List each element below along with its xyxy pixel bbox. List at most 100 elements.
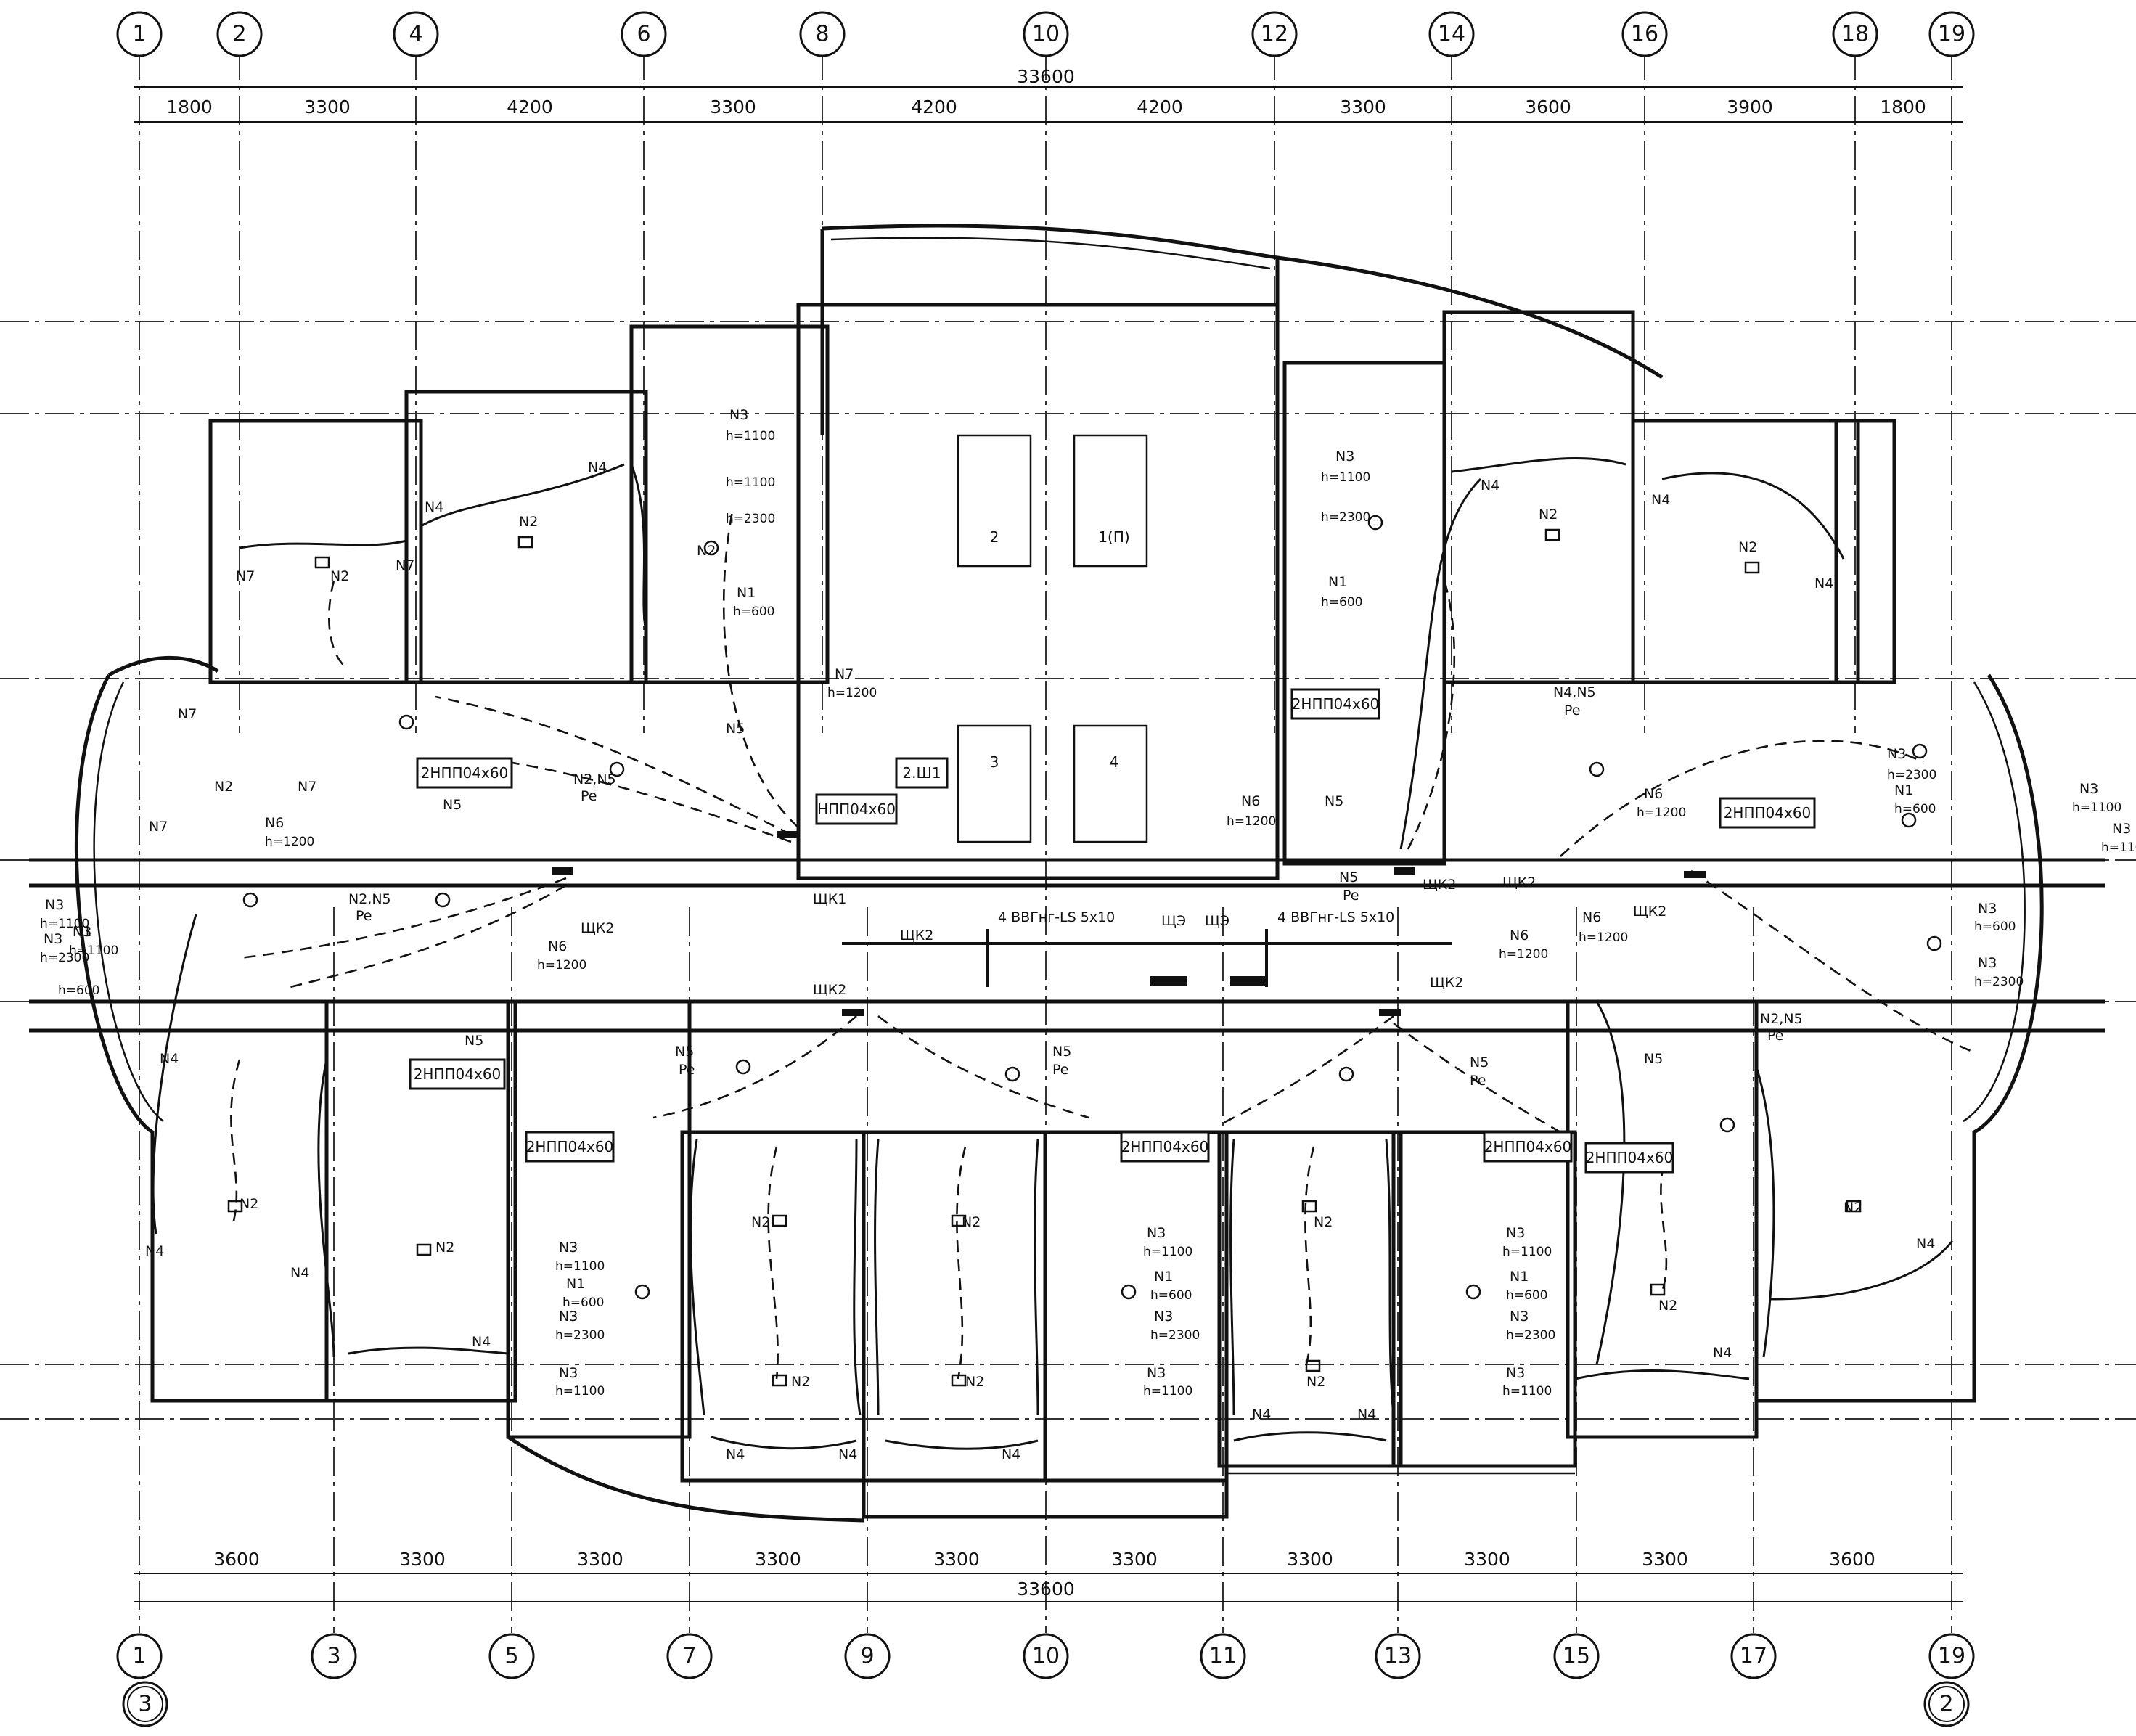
tag-n5: N5 [1644,1051,1663,1067]
board-shch-k2-b: ЩК2 [1423,877,1456,893]
axis-1-bottom: 1 [132,1644,146,1669]
tag-n4: N4 [726,1446,745,1462]
tag-n2: N2 [751,1214,770,1230]
tag-n3: N3 [1335,449,1354,464]
tag-n2: N2 [962,1214,981,1230]
tag-n7: N7 [298,779,316,795]
tag-pe: Pe [1343,888,1359,904]
tag-n6: N6 [548,938,567,954]
tag-n2: N2 [1658,1298,1677,1314]
tag-n4: N4 [1481,478,1499,494]
tag-h1100: h=1100 [726,475,775,490]
tag-h2300: h=2300 [726,512,775,526]
tag-h1100: h=1100 [1143,1384,1192,1399]
building-walls [29,224,2105,1523]
tag-h1100: h=1100 [2072,801,2121,815]
heating-panels: 2НПП04х60 НПП04х60 2.Ш1 2НПП04х60 2НПП04… [409,688,1816,1174]
tag-n2: N2 [1738,539,1757,555]
tag-n3: N3 [2112,821,2131,837]
tag-n1: N1 [1510,1269,1529,1285]
tag-h1100: h=1100 [69,943,118,958]
tag-h1100: h=1100 [1502,1245,1552,1259]
bottom-span-10: 3600 [1829,1549,1875,1570]
tag-n1: N1 [1328,574,1347,590]
axis-11-bottom: 11 [1209,1644,1237,1669]
bottom-span-8: 3300 [1464,1549,1510,1570]
wiring-solid [152,456,1954,1450]
axis-13-bottom: 13 [1384,1644,1412,1669]
tag-h1200: h=1200 [827,686,877,700]
bottom-total-dim: 33600 [1017,1579,1075,1600]
board-shch-k2-g: ЩК2 [1633,904,1666,920]
tag-h1100: h=1100 [1143,1245,1192,1259]
tag-n2n5: N2,N5 [573,771,616,787]
tag-n2n5: N2,N5 [348,891,391,907]
tag-n1: N1 [566,1276,585,1292]
tag-h1200: h=1200 [1499,947,1548,962]
tag-n7: N7 [396,557,414,573]
fixture-symbols [227,515,1942,1387]
tag-h1200: h=1200 [1637,806,1686,820]
tag-n6: N6 [265,815,284,831]
tag-n2: N2 [1306,1374,1325,1390]
tag-n5: N5 [443,797,462,813]
elevator-4: 4 [1110,753,1119,771]
tag-h1200: h=1200 [537,958,586,973]
top-span-5: 4200 [911,97,957,118]
tag-n3: N3 [1147,1365,1166,1381]
top-span-1: 1800 [166,97,213,118]
tag-pe: Pe [1767,1028,1783,1044]
axis-10-top: 10 [1032,22,1060,47]
bottom-span-4: 3300 [755,1549,801,1570]
top-axis-markers: 1 2 4 6 8 10 12 14 16 18 19 [116,11,1975,57]
top-span-7: 3300 [1340,97,1386,118]
tag-n1: N1 [73,924,91,940]
top-span-9: 3900 [1727,97,1773,118]
tag-n1: N1 [1894,782,1913,798]
tag-h1200: h=1200 [1227,814,1276,829]
tag-h2300: h=2300 [1506,1328,1555,1343]
tag-n2: N2 [519,514,538,530]
board-shch-e-1: ЩЭ [1161,913,1186,929]
tag-n4: N4 [1651,492,1670,508]
axis-9-bottom: 9 [860,1644,874,1669]
bottom-span-2: 3300 [399,1549,446,1570]
axis-4-top: 4 [409,22,422,47]
panel-2npp-2: 2НПП04х60 [1292,695,1380,713]
tag-n4: N4 [1916,1236,1935,1252]
tag-n3: N3 [1506,1365,1525,1381]
tag-h600: h=600 [1321,595,1362,610]
tag-n3: N3 [559,1365,578,1381]
board-shch-k2-f: ЩК2 [1502,875,1536,890]
axis-18-top: 18 [1841,22,1869,47]
sheet-ref-left: 3 [138,1692,152,1717]
tag-n7: N7 [178,706,197,722]
tag-h600: h=600 [58,983,99,998]
axis-6-top: 6 [637,22,650,47]
tag-n4: N4 [145,1243,164,1259]
elevator-3: 3 [990,753,999,771]
tag-h2300: h=2300 [40,951,89,965]
bottom-span-7: 3300 [1287,1549,1333,1570]
tag-h600: h=600 [733,605,774,619]
tag-n4: N4 [1713,1345,1732,1361]
tag-n2: N2 [965,1374,984,1390]
fixture-tags: N2 N2 N2 N2 N2 N2 N2 N2 N2 N2 N2 N2 N2 N… [40,407,2136,1462]
tag-n5: N5 [1052,1044,1071,1060]
tag-n7: N7 [835,666,854,682]
tag-h1100: h=1100 [555,1259,605,1274]
board-shch-k2-e: ЩК2 [1430,975,1463,991]
tag-n5: N5 [465,1033,483,1049]
axis-16-top: 16 [1631,22,1658,47]
panel-2npp-8: 2НПП04х60 [1586,1149,1674,1166]
tag-h1100: h=1100 [1321,470,1370,485]
top-dimensions: 33600 1800 3300 4200 3300 4200 4200 3300… [134,66,1963,123]
tag-n1: N1 [1154,1269,1173,1285]
top-span-4: 3300 [710,97,756,118]
tag-h600: h=600 [562,1295,604,1310]
axis-17-bottom: 17 [1740,1644,1767,1669]
panel-npp: НПП04х60 [817,801,896,818]
tag-n3: N3 [1506,1225,1525,1241]
tag-h1100: h=1100 [1502,1384,1552,1399]
tag-n2: N2 [240,1196,258,1212]
